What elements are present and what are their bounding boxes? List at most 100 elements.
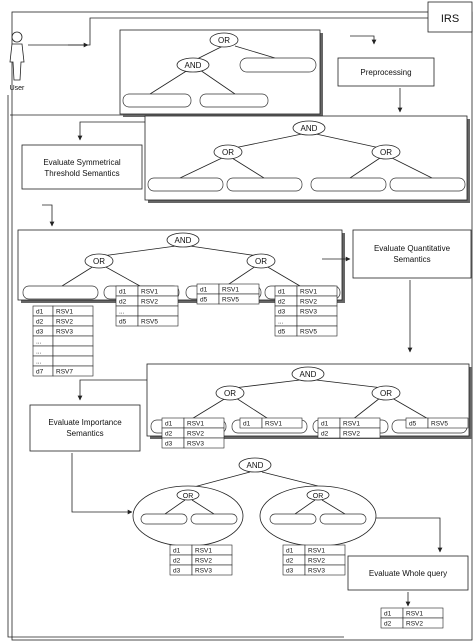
rsv-value-label: RSV1 (308, 548, 325, 555)
svg-text:OR: OR (380, 148, 392, 157)
table-cell (261, 417, 303, 429)
and-node (176, 57, 210, 73)
doc-id-label: d1 (384, 611, 392, 618)
rsv-value-label: RSV2 (406, 621, 423, 628)
rsv-value-label: RSV1 (141, 289, 158, 296)
table-cell (339, 427, 381, 439)
rsv-table-final: d1 RSV1 d2 RSV2 (380, 607, 444, 629)
svg-text:OR: OR (255, 257, 267, 266)
doc-id-label: d2 (384, 621, 392, 628)
doc-id-label: d1 (119, 289, 127, 296)
table-cell (52, 355, 94, 367)
rsv-value-label: RSV1 (222, 287, 239, 294)
panel-query-tree: OR AND (119, 29, 323, 117)
doc-id-label: ... (119, 309, 125, 316)
evaluate-quantitative-box: Evaluate Quantitative Semantics (352, 229, 472, 279)
table-cell (137, 305, 179, 317)
doc-id-label: d3 (165, 441, 173, 448)
rsv-value-label: RSV3 (56, 329, 73, 336)
rsv-value-label: RSV3 (187, 441, 204, 448)
table-cell (427, 417, 469, 429)
rsv-value-label: RSV2 (141, 299, 158, 306)
rsv-value-label: RSV2 (195, 558, 212, 565)
doc-id-label: d2 (36, 319, 44, 326)
doc-id-label: d2 (278, 299, 286, 306)
table-cell (52, 335, 94, 347)
table-cell (296, 325, 338, 337)
user-label: User (10, 85, 25, 92)
table-cell (304, 564, 346, 576)
svg-text:Semantics: Semantics (66, 429, 103, 438)
rsv-value-label: RSV1 (195, 548, 212, 555)
svg-text:Semantics: Semantics (393, 255, 430, 264)
rsv-value-label: RSV1 (56, 309, 73, 316)
rsv-value-label: RSV1 (343, 421, 360, 428)
svg-text:AND: AND (247, 461, 264, 470)
svg-text:Evaluate Quantitative: Evaluate Quantitative (374, 244, 451, 253)
rsv-value-label: RSV5 (222, 297, 239, 304)
svg-text:OR: OR (313, 493, 324, 500)
doc-id-label: d1 (173, 548, 181, 555)
doc-id-label: d2 (321, 431, 329, 438)
doc-id-label: d3 (173, 568, 181, 575)
doc-id-label: d5 (200, 297, 208, 304)
table-cell (296, 315, 338, 327)
doc-id-label: ... (36, 339, 42, 346)
doc-id-label: d2 (165, 431, 173, 438)
doc-id-label: d2 (119, 299, 127, 306)
svg-text:Evaluate Importance: Evaluate Importance (48, 418, 122, 427)
doc-id-label: ... (278, 319, 284, 326)
doc-id-label: d5 (119, 319, 127, 326)
rsv-table-b: d1 RSV1 d2 RSV2... d5 RSV5 (115, 285, 179, 327)
rsv-value-label: RSV2 (300, 299, 317, 306)
svg-text:Evaluate Symmetrical: Evaluate Symmetrical (43, 158, 121, 167)
irs-label: IRS (441, 13, 459, 25)
rsv-value-label: RSV3 (300, 309, 317, 316)
evaluate-whole-query-box: Evaluate Whole query (347, 555, 469, 591)
svg-text:OR: OR (183, 493, 194, 500)
svg-text:AND: AND (300, 370, 317, 379)
doc-id-label: d3 (278, 309, 286, 316)
svg-text:OR: OR (93, 257, 105, 266)
doc-id-label: d1 (321, 421, 329, 428)
table-cell (52, 345, 94, 357)
doc-id-label: ... (36, 349, 42, 356)
return-line (7, 95, 344, 638)
or-node (209, 32, 239, 48)
doc-id-label: ... (36, 359, 42, 366)
term-leaf (122, 93, 192, 108)
svg-text:AND: AND (175, 236, 192, 245)
rsv-value-label: RSV1 (406, 611, 423, 618)
rsv-value-label: RSV5 (300, 329, 317, 336)
doc-id-label: d1 (243, 421, 251, 428)
rsv-value-label: RSV1 (187, 421, 204, 428)
table-cell (191, 564, 233, 576)
doc-id-label: d1 (200, 287, 208, 294)
rsv-value-label: RSV2 (187, 431, 204, 438)
doc-id-label: d1 (286, 548, 294, 555)
rsv-value-label: RSV3 (195, 568, 212, 575)
svg-text:OR: OR (380, 389, 392, 398)
doc-id-label: d5 (278, 329, 286, 336)
evaluate-importance-box: Evaluate Importance Semantics (29, 404, 141, 452)
table-cell (137, 315, 179, 327)
doc-id-label: d1 (36, 309, 44, 316)
term-leaf (199, 93, 269, 108)
panel-normalized-tree: AND OR OR (144, 115, 470, 203)
doc-id-label: d5 (409, 421, 417, 428)
preprocessing-box: Preprocessing (337, 57, 435, 87)
table-cell (218, 293, 260, 305)
doc-id-label: d7 (36, 369, 44, 376)
svg-text:AND: AND (185, 61, 202, 70)
svg-text:Threshold Semantics: Threshold Semantics (44, 169, 119, 178)
rsv-table-g: d1 RSV1 d2 RSV2 (317, 417, 381, 439)
rsv-value-label: RSV5 (141, 319, 158, 326)
rsv-value-label: RSV2 (343, 431, 360, 438)
